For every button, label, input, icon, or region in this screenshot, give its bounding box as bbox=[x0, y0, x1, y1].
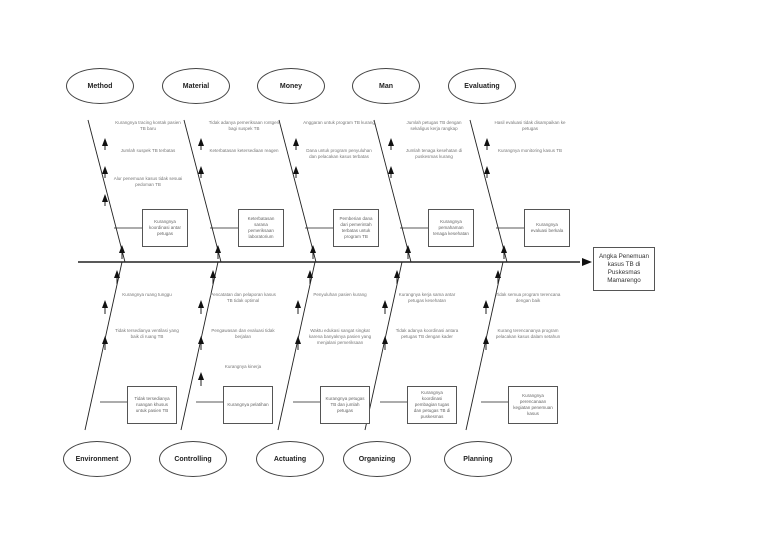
cause-arrow-top-3-0-head bbox=[388, 138, 394, 146]
cause-box-bottom-2: Kurangnya petugas TB dan jumlah petugas bbox=[320, 386, 370, 424]
bone-arrow-bottom-2-head bbox=[307, 270, 313, 278]
cause-arrow-bottom-3-0-head bbox=[382, 300, 388, 308]
cause-arrow-bottom-0-1-head bbox=[102, 336, 108, 344]
cause-arrow-bottom-0-0-head bbox=[102, 300, 108, 308]
category-money: Money bbox=[257, 68, 325, 104]
cause-note-bottom-3-0: Kurangnya kerja sama antar petugas keseh… bbox=[398, 292, 456, 304]
bone-top-0 bbox=[87, 119, 126, 263]
bone-bottom-3 bbox=[364, 261, 403, 431]
bone-arrow-top-4-head bbox=[501, 245, 507, 253]
bone-top-4 bbox=[469, 119, 508, 263]
bone-top-2 bbox=[278, 119, 317, 263]
cause-note-top-1-0: Tidak adanya pemeriksaan rontgen bagi su… bbox=[208, 120, 280, 132]
cause-note-top-4-1: Kurangnya monitoring kasus TB bbox=[498, 148, 562, 153]
cause-note-top-2-0: Anggaran untuk program TB kurang bbox=[303, 120, 375, 125]
cause-note-top-0-2: Alur penemuan kasus tidak sesuai pedoman… bbox=[113, 176, 183, 188]
bone-bottom-4 bbox=[465, 261, 504, 431]
cause-box-top-3: Kurangnya pemahaman tenaga kesehatan bbox=[428, 209, 474, 247]
cause-note-top-0-1: Jumlah suspek TB terbatas bbox=[120, 148, 176, 153]
bone-bottom-0 bbox=[84, 261, 123, 431]
cause-note-bottom-0-0: Kurangnya ruang tunggu bbox=[122, 292, 172, 297]
cause-arrow-bottom-1-2-head bbox=[198, 372, 204, 380]
result-box: Angka Penemuan kasus TB di Puskesmas Mam… bbox=[593, 247, 655, 291]
cause-box-bottom-0: Tidak tersedianya ruangan khusus untuk p… bbox=[127, 386, 177, 424]
category-organizing: Organizing bbox=[343, 441, 411, 477]
bone-arrow-bottom-0-head bbox=[114, 270, 120, 278]
cause-arrow-top-2-1-head bbox=[293, 166, 299, 174]
cause-box-bottom-1: Kurangnya pelatihan bbox=[223, 386, 273, 424]
cause-arrow-top-0-2-head bbox=[102, 194, 108, 202]
cause-box-top-4: Kurangnya evaluasi berkala bbox=[524, 209, 570, 247]
bone-arrow-top-3-head bbox=[405, 245, 411, 253]
category-actuating: Actuating bbox=[256, 441, 324, 477]
cause-box-top-2: Pemberian dana dari pemerintah terbatas … bbox=[333, 209, 379, 247]
bone-top-1 bbox=[183, 119, 222, 263]
cause-note-bottom-4-1: Kurang terencananya program pelacakan ka… bbox=[495, 328, 561, 340]
cause-arrow-top-0-0-head bbox=[102, 138, 108, 146]
bone-arrow-top-0-head bbox=[119, 245, 125, 253]
spine-arrow-head bbox=[582, 258, 592, 266]
bone-arrow-bottom-3-head bbox=[394, 270, 400, 278]
cause-arrow-bottom-4-0-head bbox=[483, 300, 489, 308]
cause-note-top-3-1: Jumlah tenaga kesehatan di puskesmas kur… bbox=[405, 148, 463, 160]
cause-note-bottom-4-0: Tidak semua program terencana dengan bai… bbox=[495, 292, 561, 304]
cause-box-top-0: Kurangnya koordinasi antar petugas bbox=[142, 209, 188, 247]
cause-arrow-bottom-4-1-head bbox=[483, 336, 489, 344]
bone-arrow-top-2-head bbox=[310, 245, 316, 253]
cause-note-bottom-2-1: Waktu edukasi sangat singkat karena bany… bbox=[308, 328, 372, 346]
cause-arrow-top-4-1-head bbox=[484, 166, 490, 174]
cause-box-top-1: Keterbatasan sarana pemeriksaan laborato… bbox=[238, 209, 284, 247]
bone-arrow-bottom-1-head bbox=[210, 270, 216, 278]
cause-note-bottom-1-0: Pencatatan dan pelaporan kasus TB tidak … bbox=[210, 292, 276, 304]
cause-arrow-top-4-0-head bbox=[484, 138, 490, 146]
cause-arrow-bottom-2-1-head bbox=[295, 336, 301, 344]
cause-note-top-0-0: Kurangnya tracing kontak pasien TB baru bbox=[115, 120, 181, 132]
cause-note-top-2-1: Dana untuk program penyuluhan dan pelaca… bbox=[306, 148, 372, 160]
cause-note-bottom-1-2: Kurangnya kinerja bbox=[224, 364, 262, 369]
bone-arrow-bottom-4-head bbox=[495, 270, 501, 278]
cause-box-bottom-3: Kurangnya koordinasi pembagian tugas dan… bbox=[407, 386, 457, 424]
bone-top-3 bbox=[373, 119, 412, 263]
category-environment: Environment bbox=[63, 441, 131, 477]
cause-note-top-1-1: Keterbatasan ketersediaan reagen bbox=[209, 148, 279, 153]
cause-note-bottom-3-1: Tidak adanya koordinasi antara petugas T… bbox=[395, 328, 459, 340]
category-method: Method bbox=[66, 68, 134, 104]
category-material: Material bbox=[162, 68, 230, 104]
cause-note-bottom-0-1: Tidak tersedianya ventilasi yang baik di… bbox=[115, 328, 179, 340]
bone-arrow-top-1-head bbox=[215, 245, 221, 253]
cause-arrow-top-2-0-head bbox=[293, 138, 299, 146]
cause-arrow-bottom-3-1-head bbox=[382, 336, 388, 344]
bone-bottom-1 bbox=[180, 261, 219, 431]
cause-note-bottom-2-0: Penyuluhan pasien kurang bbox=[313, 292, 367, 297]
cause-arrow-top-3-1-head bbox=[388, 166, 394, 174]
cause-arrow-top-0-1-head bbox=[102, 166, 108, 174]
bone-bottom-2 bbox=[277, 261, 316, 431]
cause-note-bottom-1-1: Pengawasan dan evaluasi tidak berjalan bbox=[211, 328, 275, 340]
cause-note-top-4-0: Hasil evaluasi tidak disampaikan ke petu… bbox=[494, 120, 566, 132]
category-controlling: Controlling bbox=[159, 441, 227, 477]
cause-arrow-bottom-2-0-head bbox=[295, 300, 301, 308]
cause-arrow-bottom-1-0-head bbox=[198, 300, 204, 308]
cause-note-top-3-0: Jumlah petugas TB dengan sekaligus kerja… bbox=[406, 120, 462, 132]
cause-box-bottom-4: Kurangnya perencanaan kegiatan penemuan … bbox=[508, 386, 558, 424]
category-man: Man bbox=[352, 68, 420, 104]
category-evaluating: Evaluating bbox=[448, 68, 516, 104]
cause-arrow-top-1-1-head bbox=[198, 166, 204, 174]
cause-arrow-top-1-0-head bbox=[198, 138, 204, 146]
category-planning: Planning bbox=[444, 441, 512, 477]
cause-arrow-bottom-1-1-head bbox=[198, 336, 204, 344]
